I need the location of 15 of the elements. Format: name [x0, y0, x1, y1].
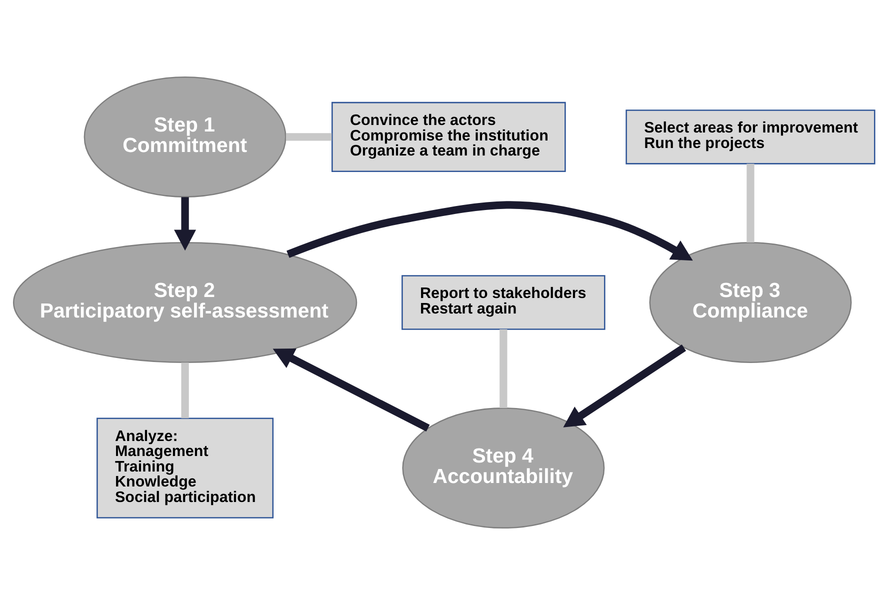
- node-ellipse: Step 3 Compliance: [649, 242, 852, 363]
- node-box: Report to stakeholders Restart again: [402, 275, 606, 330]
- arrow: [272, 348, 430, 432]
- node-ellipse: Step 1 Commitment: [84, 76, 286, 198]
- arrow: [174, 197, 196, 251]
- node-box: Analyze: Management Training Knowledge Social participation: [96, 418, 274, 518]
- node-ellipse: Step 2 Participatory self-assessment: [12, 242, 358, 363]
- connector: [500, 329, 508, 408]
- node-box: Convince the actors Compromise the institution Organize a team in charge: [332, 102, 566, 172]
- connector: [746, 164, 754, 242]
- connector: [181, 362, 189, 418]
- arrow: [563, 344, 686, 428]
- connector: [286, 133, 332, 141]
- arrow: [286, 201, 693, 261]
- node-box: Select areas for improvement Run the projects: [626, 110, 876, 164]
